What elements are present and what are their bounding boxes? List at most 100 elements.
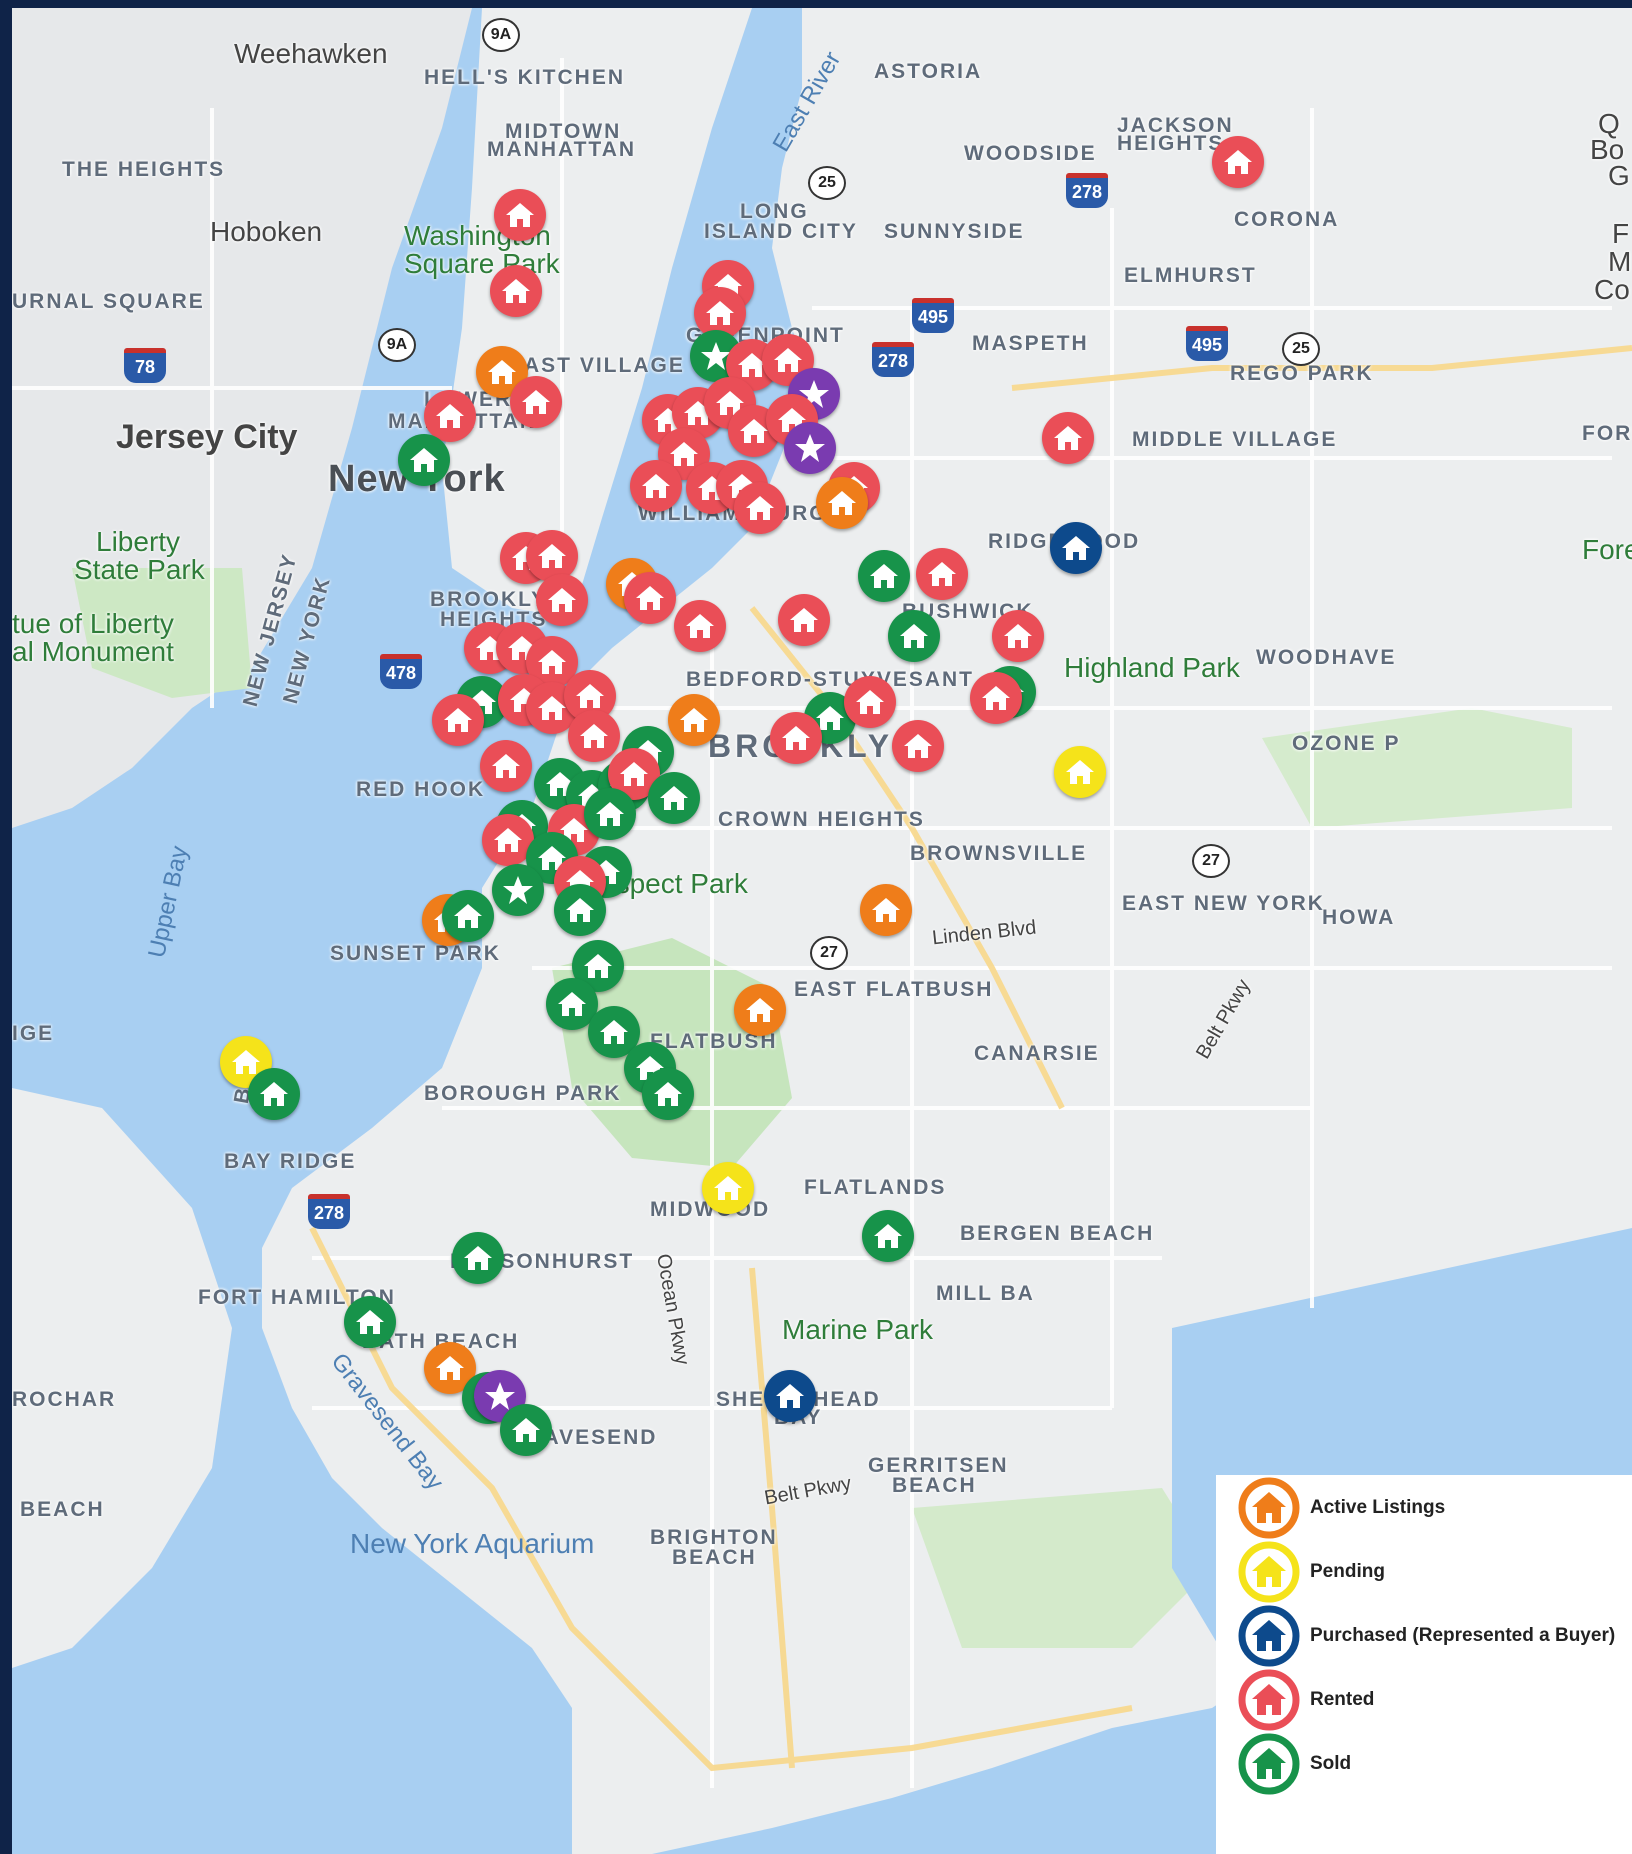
house-icon: [706, 301, 734, 325]
house-icon: [654, 1082, 682, 1106]
map-marker[interactable]: [1054, 746, 1106, 798]
house-icon: [558, 992, 586, 1016]
house-icon: [1224, 150, 1252, 174]
map-marker[interactable]: [702, 1162, 754, 1214]
label-flatbush: FLATBUSH: [650, 1030, 778, 1053]
map-marker[interactable]: [770, 712, 822, 764]
map-marker[interactable]: [734, 984, 786, 1036]
house-icon: [1238, 1733, 1300, 1795]
label-liberty: Liberty: [96, 526, 181, 557]
map-marker[interactable]: [568, 710, 620, 762]
map-marker[interactable]: [766, 394, 818, 446]
map-marker[interactable]: [608, 748, 660, 800]
house-icon: [716, 391, 744, 415]
house-icon: [1238, 1669, 1300, 1731]
map-marker[interactable]: [482, 814, 534, 866]
map-marker[interactable]: [992, 610, 1044, 662]
house-icon: [1238, 1541, 1300, 1603]
star-icon: [795, 434, 825, 462]
map-marker[interactable]: [526, 530, 578, 582]
house-icon: [790, 608, 818, 632]
label-forest: FORES: [1582, 422, 1632, 445]
label-flatlands: FLATLANDS: [804, 1176, 947, 1199]
map-marker[interactable]: [816, 477, 868, 529]
map-marker[interactable]: [862, 1210, 914, 1262]
label-corona: CORONA: [1234, 208, 1340, 231]
star-icon: [503, 876, 533, 904]
map-marker[interactable]: [916, 548, 968, 600]
map-marker[interactable]: [490, 265, 542, 317]
label-astoria: ASTORIA: [874, 60, 983, 83]
label-hoboken: Hoboken: [210, 216, 323, 247]
label-sunnyside: SUNNYSIDE: [884, 220, 1025, 243]
label-gerritsen-1: GERRITSEN: [868, 1454, 1009, 1477]
house-icon: [874, 1224, 902, 1248]
map-marker[interactable]: [734, 482, 786, 534]
map-marker[interactable]: [584, 788, 636, 840]
map-marker[interactable]: [1042, 412, 1094, 464]
map-marker[interactable]: [888, 610, 940, 662]
label-sunset-park: SUNSET PARK: [330, 942, 501, 965]
map-marker[interactable]: [1050, 522, 1102, 574]
label-bay-ridge: BAY RIDGE: [224, 1150, 357, 1173]
label-edge: IGE: [12, 1022, 55, 1045]
house-icon: [538, 846, 566, 870]
map-marker[interactable]: [494, 189, 546, 241]
house-icon: [714, 1176, 742, 1200]
label-ozone: OZONE P: [1292, 732, 1401, 755]
map-marker[interactable]: [480, 740, 532, 792]
label-hells-kitchen: HELL'S KITCHEN: [424, 66, 625, 89]
star-icon: [701, 342, 731, 370]
map-marker[interactable]: [784, 422, 836, 474]
legend-item-purchased: Purchased (Represented a Buyer): [1216, 1605, 1632, 1667]
label-manhattan: MANHATTAN: [487, 138, 637, 161]
map-marker[interactable]: [642, 1068, 694, 1120]
map-marker[interactable]: [630, 460, 682, 512]
house-icon: [522, 390, 550, 414]
map-marker[interactable]: [432, 694, 484, 746]
map-marker[interactable]: [674, 600, 726, 652]
label-queens-edge-1: Q: [1598, 108, 1620, 139]
map-marker[interactable]: [442, 890, 494, 942]
map-marker[interactable]: [860, 884, 912, 936]
map-marker[interactable]: [668, 694, 720, 746]
label-midtown: MIDTOWN: [505, 120, 622, 143]
map-marker[interactable]: [844, 676, 896, 728]
label-statue-1: tue of Liberty: [12, 608, 174, 639]
house-icon: [464, 1246, 492, 1270]
map-marker[interactable]: [248, 1068, 300, 1120]
map-marker[interactable]: [764, 1370, 816, 1422]
map-marker[interactable]: [1212, 136, 1264, 188]
map-marker[interactable]: [510, 376, 562, 428]
house-icon: [1238, 1477, 1300, 1539]
map-marker[interactable]: [970, 672, 1022, 724]
map-marker[interactable]: [536, 574, 588, 626]
house-icon: [746, 998, 774, 1022]
map-marker[interactable]: [546, 978, 598, 1030]
map-marker[interactable]: [624, 572, 676, 624]
map-marker[interactable]: [500, 1404, 552, 1456]
map-marker[interactable]: [476, 346, 528, 398]
map-marker[interactable]: [424, 390, 476, 442]
house-icon: [1238, 1605, 1300, 1667]
house-icon: [816, 706, 844, 730]
map-marker[interactable]: [778, 594, 830, 646]
map-canvas[interactable]: Weehawken HELL'S KITCHEN ASTORIA MIDTOWN…: [12, 8, 1632, 1854]
map-marker[interactable]: [892, 720, 944, 772]
map-marker[interactable]: [492, 864, 544, 916]
route-9a-shield: 9A: [482, 18, 520, 52]
house-icon: [566, 898, 594, 922]
interstate-478-shield: 478: [380, 654, 422, 689]
map-marker[interactable]: [452, 1232, 504, 1284]
map-marker[interactable]: [858, 550, 910, 602]
map-marker[interactable]: [474, 1370, 526, 1422]
label-east-flatbush: EAST FLATBUSH: [794, 978, 994, 1001]
map-marker[interactable]: [398, 434, 450, 486]
legend-item-rented: Rented: [1216, 1669, 1632, 1731]
label-the-heights: THE HEIGHTS: [62, 158, 226, 181]
map-marker[interactable]: [344, 1296, 396, 1348]
label-brighton-1: BRIGHTON: [650, 1526, 778, 1549]
house-icon: [828, 491, 856, 515]
map-marker[interactable]: [648, 772, 700, 824]
map-marker[interactable]: [554, 884, 606, 936]
